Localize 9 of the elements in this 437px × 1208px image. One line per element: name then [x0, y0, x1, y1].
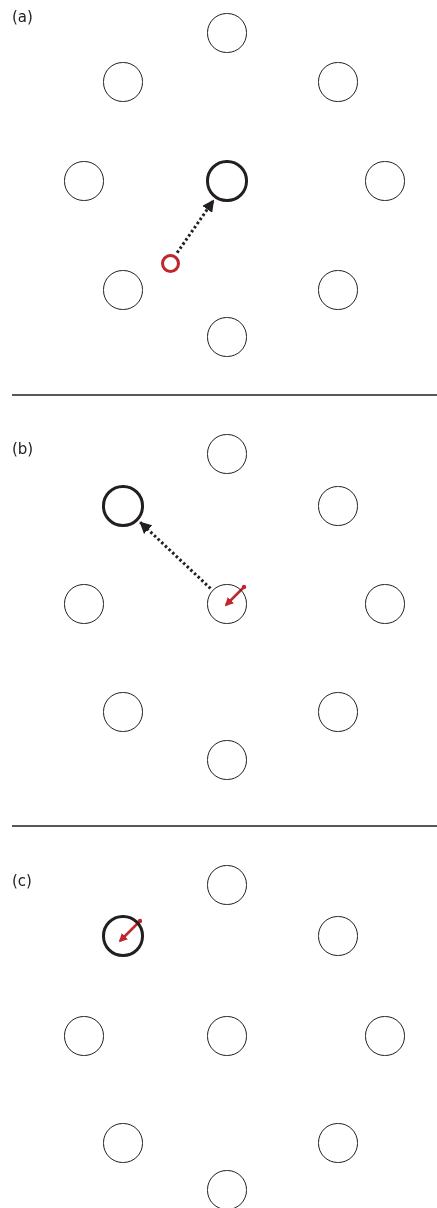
- panel-label: (b): [12, 440, 34, 458]
- bold-circle: [102, 485, 144, 527]
- arrow: [175, 199, 215, 254]
- panel-label: (a): [12, 8, 33, 26]
- arrow: [139, 521, 212, 590]
- bold-circle: [206, 160, 248, 202]
- panel-label: (c): [12, 872, 32, 890]
- bold-circle: [102, 915, 144, 957]
- small-circle: [160, 253, 180, 273]
